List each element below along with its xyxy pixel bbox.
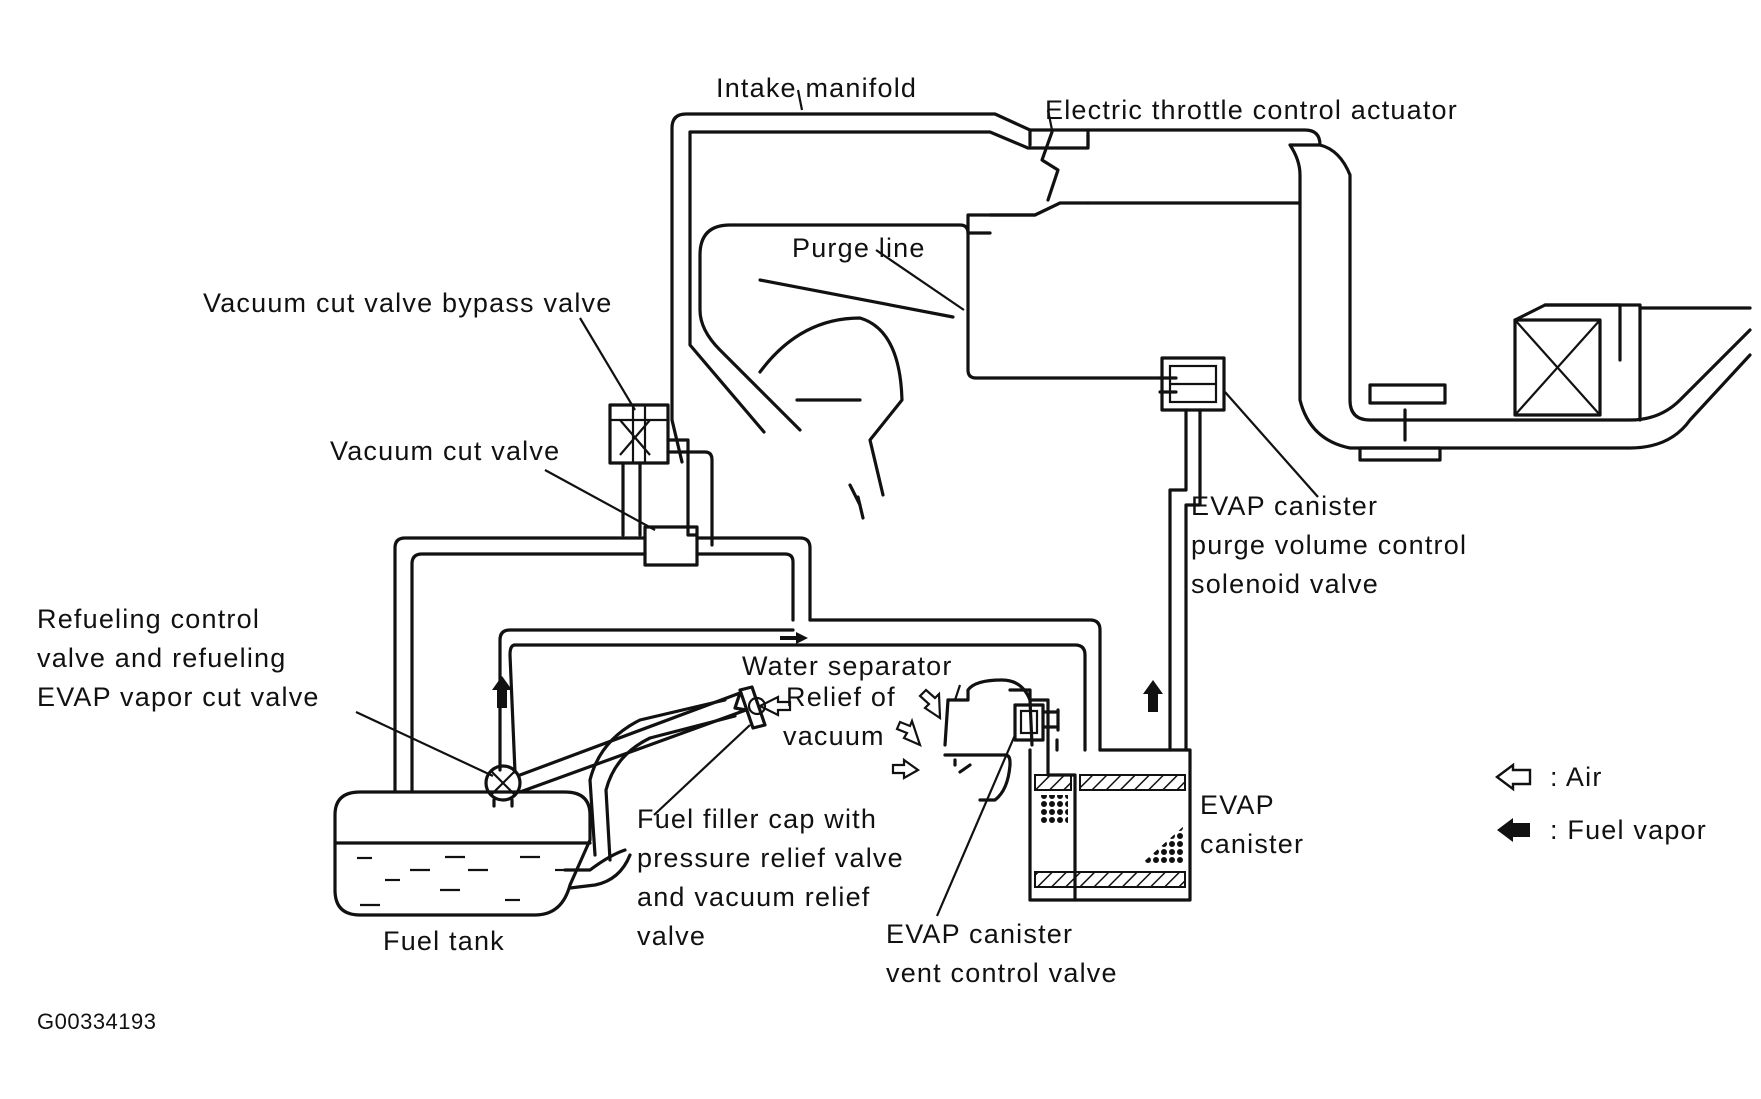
vacuum-cut-valve-body xyxy=(643,525,699,567)
purge-to-canister-line xyxy=(1168,408,1202,752)
label-throttle-actuator: Electric throttle control actuator xyxy=(1045,95,1458,125)
air-arrow-group xyxy=(757,688,942,780)
label-vent-valve: EVAP canister vent control valve xyxy=(886,915,1118,993)
fuel-vapor-arrow-right xyxy=(1143,680,1163,712)
solid-arrow-icon xyxy=(1497,818,1530,842)
label-fuel-tank: Fuel tank xyxy=(383,926,505,956)
label-water-separator: Water separator xyxy=(742,651,953,681)
legend-fuel-vapor-text: : Fuel vapor xyxy=(1550,815,1707,845)
label-vent-valve-line-2: vent control valve xyxy=(886,958,1118,988)
refueling-control-valve xyxy=(484,764,522,808)
throttle-valve xyxy=(1040,130,1060,202)
purge-solenoid-valve xyxy=(1158,356,1226,412)
label-refueling-valve: Refueling control valve and refueling EV… xyxy=(37,600,320,717)
label-purge-solenoid-line-1: EVAP canister xyxy=(1191,491,1379,521)
fuel-vapor-arrow-left xyxy=(492,676,512,708)
label-relief-line-1: Relief of xyxy=(786,682,896,712)
label-filler-cap-line-3: and vacuum relief xyxy=(637,882,871,912)
label-intake-manifold: Intake manifold xyxy=(716,73,918,103)
label-purge-solenoid-line-3: solenoid valve xyxy=(1191,569,1379,599)
label-evap-canister-line-1: EVAP xyxy=(1200,790,1275,820)
label-filler-cap-line-4: valve xyxy=(637,921,707,951)
intake-manifold xyxy=(670,112,1752,464)
label-relief-vacuum: Relief of vacuum xyxy=(783,678,896,756)
hollow-arrow-icon xyxy=(1495,762,1532,792)
label-evap-canister-line-2: canister xyxy=(1200,829,1305,859)
evap-canister xyxy=(1028,738,1192,902)
label-purge-solenoid-line-2: purge volume control xyxy=(1191,530,1468,560)
label-refueling-line-1: Refueling control xyxy=(37,604,261,634)
label-refueling-line-3: EVAP vapor cut valve xyxy=(37,682,320,712)
label-vent-valve-line-1: EVAP canister xyxy=(886,919,1074,949)
label-relief-line-2: vacuum xyxy=(783,721,885,751)
fuel-filler-cap xyxy=(738,685,767,730)
vapor-line xyxy=(498,618,1102,774)
label-refueling-line-2: valve and refueling xyxy=(37,643,287,673)
label-filler-cap: Fuel filler cap with pressure relief val… xyxy=(637,800,904,956)
filler-tube xyxy=(518,691,748,862)
label-bypass-valve: Vacuum cut valve bypass valve xyxy=(203,288,613,318)
filler-neck-head xyxy=(758,316,904,520)
water-separator xyxy=(943,678,1050,802)
label-evap-canister: EVAP canister xyxy=(1200,786,1304,864)
mass-airflow-sensor xyxy=(1358,383,1447,462)
legend-air-text: : Air xyxy=(1550,762,1603,792)
bypass-valve-body xyxy=(608,403,670,465)
air-filter xyxy=(1513,303,1752,422)
leader-lines xyxy=(355,89,1319,917)
label-filler-cap-line-2: pressure relief valve xyxy=(637,843,904,873)
vent-control-valve xyxy=(1013,703,1060,742)
fuel-tank xyxy=(333,790,632,917)
label-vacuum-cut-valve: Vacuum cut valve xyxy=(330,436,561,466)
figure-code: G00334193 xyxy=(37,1009,157,1034)
vacuum-cut-lines xyxy=(393,536,812,794)
label-purge-line: Purge line xyxy=(792,233,926,263)
label-purge-solenoid: EVAP canister purge volume control solen… xyxy=(1191,487,1467,604)
purge-line xyxy=(698,223,970,432)
label-filler-cap-line-1: Fuel filler cap with xyxy=(637,804,878,834)
